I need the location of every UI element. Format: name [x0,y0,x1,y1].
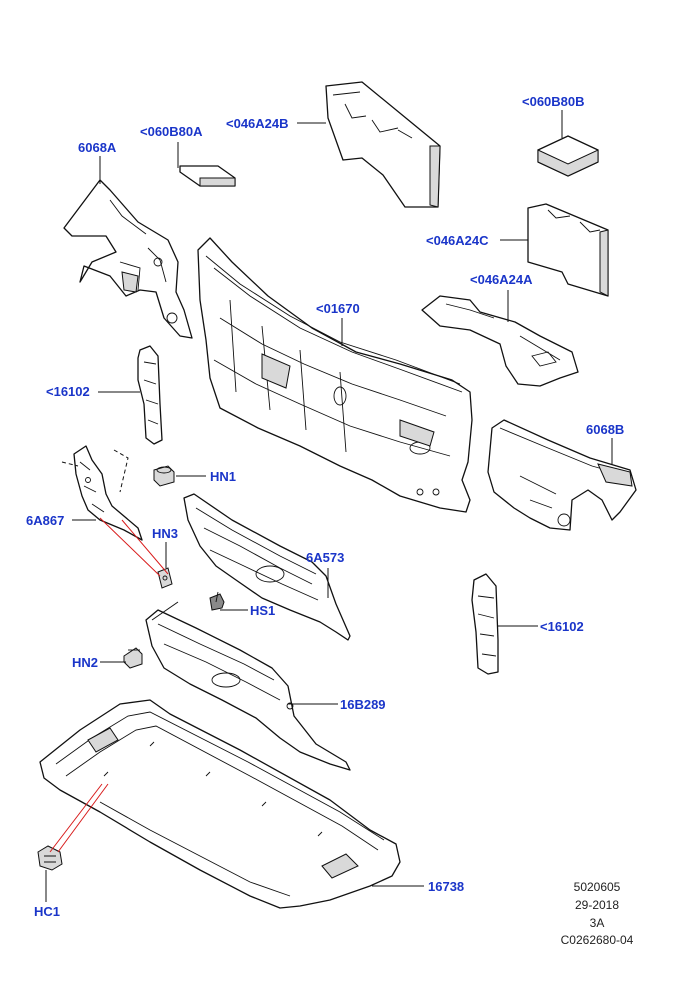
ref-line-4: C0262680-04 [561,933,634,947]
ref-line-1: 5020605 [574,880,621,894]
part-046A24B [325,81,441,208]
part-6A573 [183,493,351,641]
part-6068A [63,179,193,339]
red-link-hn3 [99,517,169,577]
part-HC1 [37,845,63,871]
label-16102-right: <16102 [540,619,584,634]
part-046A24A [421,295,579,387]
part-060B80B [537,135,599,177]
reference-block: 5020605 29-2018 3A C0262680-04 [561,880,634,947]
part-16B289 [145,609,351,771]
label-HC1: HC1 [34,904,60,919]
label-6068A: 6068A [78,140,117,155]
red-link-hc1 [49,783,109,853]
label-01670: <01670 [316,301,360,316]
part-6A867 [61,445,143,541]
label-6A573: 6A573 [306,550,344,565]
leader-lines [45,110,613,902]
ref-line-3: 3A [590,916,605,930]
label-HN2: HN2 [72,655,98,670]
label-060B80A: <060B80A [140,124,203,139]
label-HS1: HS1 [250,603,275,618]
part-01670 [197,237,473,513]
part-HS1 [209,591,225,611]
label-046A24C: <046A24C [426,233,489,248]
leader-hn2-link [151,601,179,621]
part-046A24C [527,203,609,297]
part-16738 [39,699,401,909]
label-060B80B: <060B80B [522,94,585,109]
label-16738: 16738 [428,879,464,894]
label-16B289: 16B289 [340,697,386,712]
label-046A24A: <046A24A [470,272,533,287]
part-6068B [487,419,637,531]
callout-labels: 6068A <060B80A <046A24B <060B80B <046A24… [26,94,624,919]
ref-line-2: 29-2018 [575,898,619,912]
part-16102-left [137,345,163,445]
label-6068B: 6068B [586,422,624,437]
label-046A24B: <046A24B [226,116,289,131]
part-16102-right [471,573,499,675]
label-HN3: HN3 [152,526,178,541]
label-16102-left: <16102 [46,384,90,399]
label-6A867: 6A867 [26,513,64,528]
part-060B80A [179,165,236,187]
label-HN1: HN1 [210,469,236,484]
part-HN1 [153,465,175,487]
part-HN2 [123,647,143,669]
